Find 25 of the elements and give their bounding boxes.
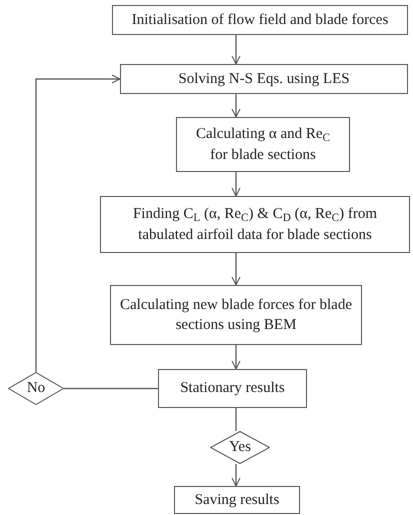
node-text: Solving N-S Eqs. using LES bbox=[178, 70, 350, 89]
arrow bbox=[232, 94, 240, 118]
process-box bbox=[120, 64, 408, 94]
node-text: Stationary results bbox=[180, 379, 285, 398]
decision-diamond bbox=[210, 431, 270, 464]
process-box bbox=[176, 117, 350, 172]
arrow bbox=[232, 172, 240, 196]
process-box bbox=[112, 5, 408, 35]
node-text: Yes bbox=[229, 438, 251, 458]
decision-diamond bbox=[8, 372, 64, 405]
node-text: Calculating new blade forces for blade sections using BEM bbox=[119, 296, 353, 335]
arrow bbox=[232, 35, 240, 64]
process-box bbox=[174, 486, 300, 514]
arrow bbox=[232, 253, 240, 286]
process-box bbox=[158, 369, 307, 408]
node-text: Finding C$_{L}$ (α, Re$_{C}$) & C$_{D}$ (α, Re$_{C}$) from tabulated airfoil data for blade sections bbox=[132, 205, 378, 244]
node-text: Initialisation of flow field and blade forces bbox=[132, 10, 388, 30]
arrow bbox=[35, 74, 120, 372]
node-text: Calculating α and Re$_{C}$ for blade sections bbox=[194, 125, 332, 164]
node-text: Saving results bbox=[194, 490, 280, 510]
process-box bbox=[100, 196, 410, 253]
node-text: No bbox=[26, 379, 46, 398]
arrow bbox=[232, 345, 240, 370]
process-box bbox=[110, 285, 362, 345]
arrow bbox=[232, 464, 240, 486]
